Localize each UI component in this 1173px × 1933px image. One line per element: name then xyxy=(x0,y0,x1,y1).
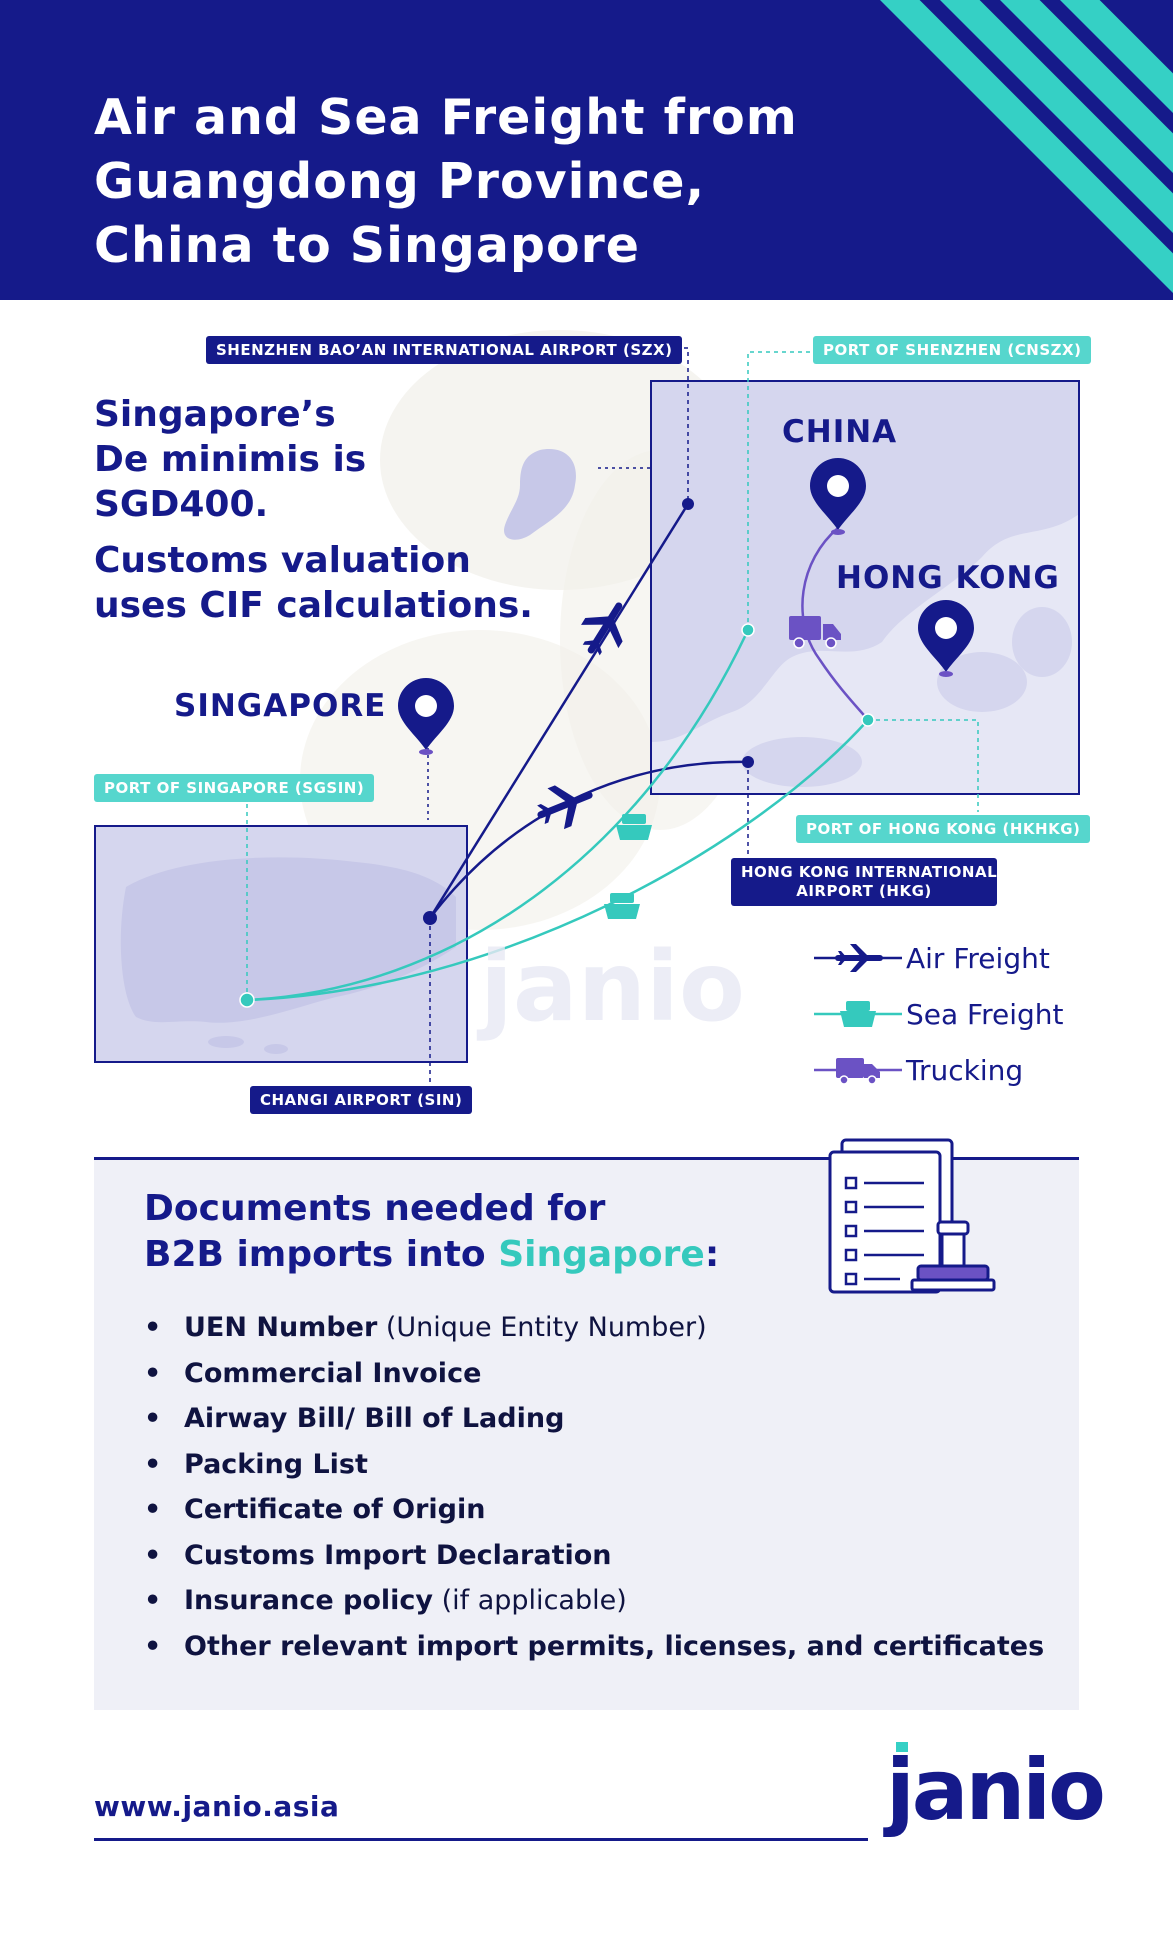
airplane-icon xyxy=(814,944,902,972)
list-item: Certificate of Origin xyxy=(144,1487,1044,1533)
ship-icon xyxy=(616,814,652,840)
list-item: Insurance policy (if applicable) xyxy=(144,1578,1044,1624)
szx-dot xyxy=(682,498,694,510)
documents-section: Documents needed for B2B imports into Si… xyxy=(94,1138,1079,1710)
route-overlay: janio xyxy=(239,347,979,1090)
list-item-bold: Customs Import Declaration xyxy=(184,1539,612,1571)
cnszx-dot xyxy=(741,623,755,637)
list-item: Other relevant import permits, licenses,… xyxy=(144,1624,1044,1670)
title-line: China to Singapore xyxy=(94,217,641,274)
list-item: Packing List xyxy=(144,1442,1044,1488)
logo-accent xyxy=(896,1742,908,1752)
list-item: Airway Bill/ Bill of Lading xyxy=(144,1396,1044,1442)
list-item: Customs Import Declaration xyxy=(144,1533,1044,1579)
shenzhen-airport-tag: SHENZHEN BAO’AN INTERNATIONAL AIRPORT (S… xyxy=(206,336,683,364)
legend-truck: Trucking xyxy=(812,1042,1064,1098)
de-minimis-line: Singapore’s xyxy=(94,394,336,435)
list-item-bold: Commercial Invoice xyxy=(184,1357,482,1389)
cnszx-connector xyxy=(747,351,810,630)
list-item-detail: (Unique Entity Number) xyxy=(377,1312,707,1343)
hkg-dot xyxy=(742,756,754,768)
documents-title-prefix: B2B imports into xyxy=(144,1234,499,1275)
air-route-szx xyxy=(428,503,690,919)
list-item-bold: Insurance policy xyxy=(184,1585,434,1616)
list-item-bold: Certificate of Origin xyxy=(184,1494,486,1525)
hong-kong-label: HONG KONG xyxy=(836,560,1060,596)
legend-truck-label: Trucking xyxy=(906,1053,1024,1087)
singapore-label: SINGAPORE xyxy=(174,688,387,724)
list-item-bold: Airway Bill/ Bill of Lading xyxy=(184,1403,565,1434)
ship-icon xyxy=(604,893,640,919)
header-banner: Air and Sea Freight from Guangdong Provi… xyxy=(0,0,1173,300)
de-minimis-note: Singapore’s De minimis is SGD400. xyxy=(94,392,366,527)
hkhkg-connector xyxy=(868,719,979,812)
list-item-bold: Other relevant import permits, licenses,… xyxy=(184,1630,1045,1662)
title-line: Air and Sea Freight from xyxy=(94,89,798,146)
sin-dot xyxy=(423,911,437,925)
documents-title-line: B2B imports into Singapore: xyxy=(144,1232,719,1278)
customs-valuation-note: Customs valuation uses CIF calculations. xyxy=(94,538,533,628)
legend-sea-label: Sea Freight xyxy=(906,997,1064,1031)
list-item: UEN Number (Unique Entity Number) xyxy=(144,1305,1044,1351)
janio-logo: janio xyxy=(886,1741,1106,1839)
hong-kong-pin-icon xyxy=(918,600,974,677)
documents-list: UEN Number (Unique Entity Number) Commer… xyxy=(144,1305,1044,1669)
island-shape xyxy=(504,449,576,540)
documents-title: Documents needed for B2B imports into Si… xyxy=(144,1186,719,1278)
list-item-bold: Packing List xyxy=(184,1448,368,1480)
page-title: Air and Sea Freight from Guangdong Provi… xyxy=(94,86,854,278)
footer-line xyxy=(94,1838,868,1841)
port-shenzhen-tag: PORT OF SHENZHEN (CNSZX) xyxy=(813,336,1092,364)
singapore-inset-map xyxy=(94,825,468,1063)
china-pin-icon xyxy=(810,458,866,535)
airplane-icon xyxy=(581,602,623,656)
china-inset-map xyxy=(650,380,1080,795)
legend-air-label: Air Freight xyxy=(906,941,1050,975)
list-item-bold: UEN Number xyxy=(184,1312,378,1343)
customs-line: uses CIF calculations. xyxy=(94,585,533,626)
hk-airport-tag-line: HONG KONG INTERNATIONAL xyxy=(741,863,998,881)
szx-connector xyxy=(660,347,689,504)
list-item: Commercial Invoice xyxy=(144,1351,1044,1397)
website-link[interactable]: www.janio.asia xyxy=(94,1790,340,1823)
singapore-pin-icon xyxy=(398,678,454,755)
truck-icon xyxy=(814,1058,902,1085)
hk-airport-tag: HONG KONG INTERNATIONAL AIRPORT (HKG) xyxy=(731,858,997,906)
documents-title-line: Documents needed for xyxy=(144,1188,606,1229)
port-hong-kong-tag: PORT OF HONG KONG (HKHKG) xyxy=(796,815,1091,843)
de-minimis-line: SGD400. xyxy=(94,484,269,525)
changi-airport-tag: CHANGI AIRPORT (SIN) xyxy=(250,1086,473,1114)
sgsin-dot xyxy=(239,992,255,1008)
documents-title-highlight: Singapore xyxy=(498,1234,705,1275)
watermark-logo: janio xyxy=(476,931,745,1043)
list-item-detail: (if applicable) xyxy=(433,1585,627,1616)
de-minimis-line: De minimis is xyxy=(94,439,367,480)
truck-icon xyxy=(789,616,841,649)
checklist-stamp-icon xyxy=(828,1138,996,1294)
documents-title-suffix: : xyxy=(704,1234,720,1275)
china-coast-shape xyxy=(652,382,1078,793)
truck-route xyxy=(801,527,869,721)
legend-air: Air Freight xyxy=(812,930,1064,986)
china-label: CHINA xyxy=(782,414,898,450)
ship-icon xyxy=(814,1001,902,1027)
hkhkg-dot xyxy=(861,713,875,727)
singapore-island-shape xyxy=(120,857,456,1054)
legend: Air Freight Sea Freight Trucking xyxy=(812,930,1064,1098)
legend-sea: Sea Freight xyxy=(812,986,1064,1042)
title-line: Guangdong Province, xyxy=(94,153,706,210)
airplane-icon xyxy=(537,785,593,830)
port-singapore-tag: PORT OF SINGAPORE (SGSIN) xyxy=(94,774,375,802)
section-divider xyxy=(94,1157,1079,1160)
sea-route-cnszx xyxy=(246,629,750,1002)
customs-line: Customs valuation xyxy=(94,540,471,581)
hk-airport-tag-line: AIRPORT (HKG) xyxy=(796,882,932,900)
